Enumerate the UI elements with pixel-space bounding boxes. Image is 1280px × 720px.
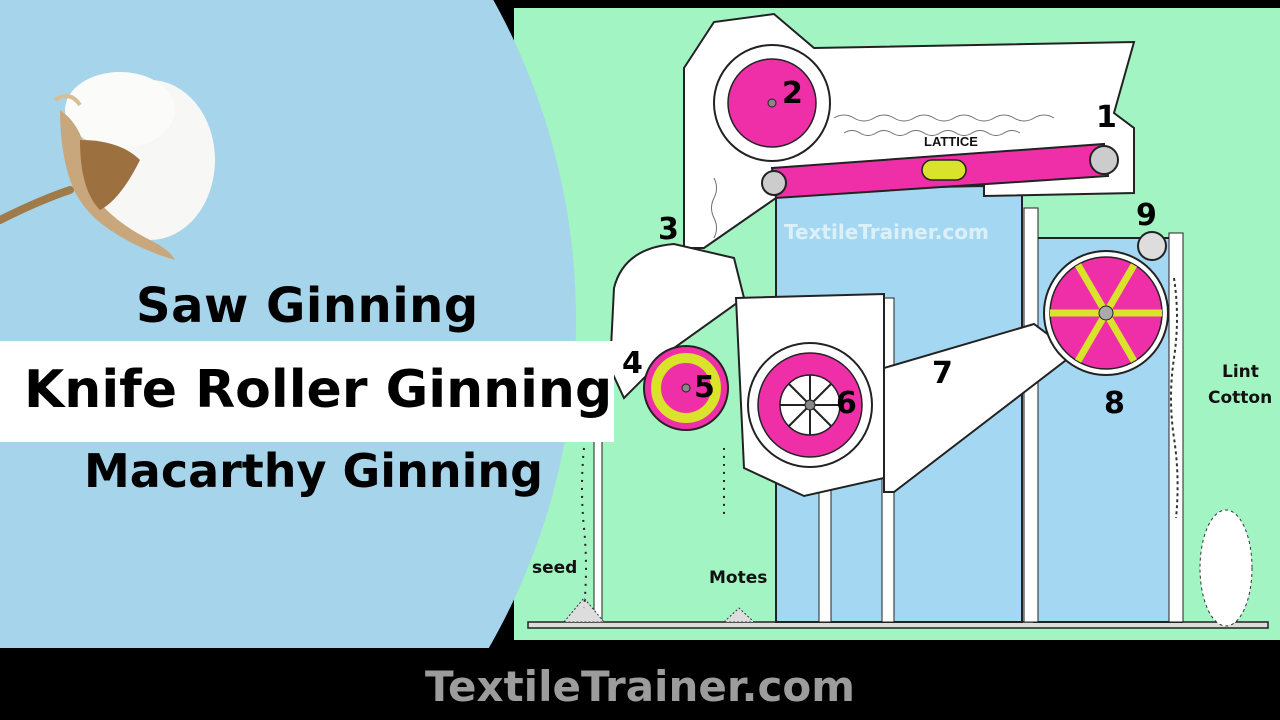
part-number-2: 2 [782,76,803,111]
lattice-label: LATTICE [924,134,978,149]
highlight-band [0,341,614,442]
lint-label-line1: Lint [1222,362,1259,382]
cotton-boll-icon [0,72,215,260]
part-number-4: 4 [622,346,643,381]
motes-label: Motes [709,568,768,588]
part-number-6: 6 [836,386,857,421]
footer-site-text: TextileTrainer.com [424,662,856,711]
knife-roller-gin-diagram: LATTICE [527,12,1269,629]
title-saw-ginning: Saw Ginning [136,278,479,334]
part-number-8: 8 [1104,386,1125,421]
part-number-1: 1 [1096,100,1117,135]
lint-label-line2: Cotton [1208,388,1273,408]
thumbnail-stage: LATTICE TextileTrainer.com 1 2 3 4 5 6 7… [0,0,1280,648]
part-number-5: 5 [694,370,715,405]
title-macarthy-ginning: Macarthy Ginning [84,444,544,498]
part-number-7: 7 [932,356,953,391]
gin-diagram-panel: LATTICE TextileTrainer.com 1 2 3 4 5 6 7… [514,8,1280,640]
title-knife-roller-ginning: Knife Roller Ginning [24,360,613,420]
part-number-9: 9 [1136,198,1157,233]
footer-bar [0,648,1280,720]
seed-label: seed [532,558,578,578]
diagram-watermark: TextileTrainer.com [784,220,989,244]
part-number-3: 3 [658,212,679,247]
